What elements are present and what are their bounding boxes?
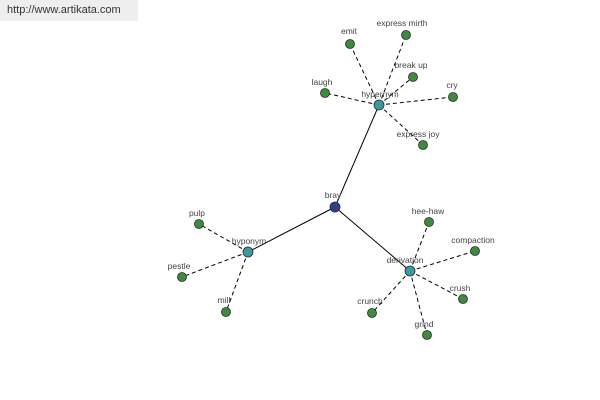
label-bray[interactable]: bray bbox=[325, 190, 342, 200]
edge-bray-hypernym bbox=[334, 104, 380, 208]
edge-hypernym-laugh bbox=[324, 92, 380, 106]
node-hyponym[interactable] bbox=[242, 246, 254, 258]
node-emit[interactable] bbox=[345, 39, 355, 49]
edge-derivation-crush bbox=[409, 270, 464, 300]
node-pulp[interactable] bbox=[194, 219, 204, 229]
label-express-mirth[interactable]: express mirth bbox=[376, 18, 427, 28]
node-mill[interactable] bbox=[221, 307, 231, 317]
node-bray[interactable] bbox=[329, 201, 341, 213]
site-url[interactable]: http://www.artikata.com bbox=[0, 0, 138, 21]
node-express-joy[interactable] bbox=[418, 140, 428, 150]
edge-hypernym-express-mirth bbox=[378, 34, 407, 106]
node-hypernym[interactable] bbox=[373, 99, 385, 111]
label-hyponym[interactable]: hyponym bbox=[232, 236, 267, 246]
node-crush[interactable] bbox=[458, 294, 468, 304]
edge-hypernym-emit bbox=[349, 43, 380, 106]
label-compaction[interactable]: compaction bbox=[451, 235, 495, 245]
node-crunch[interactable] bbox=[367, 308, 377, 318]
node-break-up[interactable] bbox=[408, 72, 418, 82]
label-hypernym[interactable]: hypernym bbox=[361, 89, 398, 99]
label-crunch[interactable]: crunch bbox=[357, 296, 383, 306]
edge-derivation-hee-haw bbox=[409, 221, 430, 272]
node-derivation[interactable] bbox=[404, 265, 416, 277]
label-laugh[interactable]: laugh bbox=[312, 77, 333, 87]
node-laugh[interactable] bbox=[320, 88, 330, 98]
graph-edges bbox=[181, 34, 476, 336]
node-pestle[interactable] bbox=[177, 272, 187, 282]
label-express-joy[interactable]: express joy bbox=[397, 129, 441, 139]
label-hee-haw[interactable]: hee-haw bbox=[412, 206, 445, 216]
edge-bray-derivation bbox=[334, 206, 411, 272]
label-derivation[interactable]: derivation bbox=[387, 255, 424, 265]
edge-hypernym-cry bbox=[378, 96, 454, 106]
graph-labels: bray hypernym emit express mirth break up lau… bbox=[168, 18, 495, 329]
label-cry[interactable]: cry bbox=[446, 80, 458, 90]
label-pestle[interactable]: pestle bbox=[168, 261, 191, 271]
edge-derivation-crunch bbox=[371, 270, 411, 314]
node-express-mirth[interactable] bbox=[401, 30, 411, 40]
edge-hypernym-express-joy bbox=[378, 104, 424, 146]
label-emit[interactable]: emit bbox=[341, 26, 358, 36]
edge-bray-hyponym bbox=[247, 206, 336, 253]
graph-nodes bbox=[177, 30, 480, 340]
label-mill[interactable]: mill bbox=[218, 295, 231, 305]
node-cry[interactable] bbox=[448, 92, 458, 102]
node-compaction[interactable] bbox=[470, 246, 480, 256]
edge-derivation-compaction bbox=[409, 250, 476, 272]
edge-hyponym-mill bbox=[225, 251, 249, 313]
label-pulp[interactable]: pulp bbox=[189, 208, 205, 218]
label-grind[interactable]: grind bbox=[415, 319, 434, 329]
edge-hyponym-pestle bbox=[181, 251, 249, 278]
node-hee-haw[interactable] bbox=[424, 217, 434, 227]
label-break-up[interactable]: break up bbox=[394, 60, 427, 70]
node-grind[interactable] bbox=[422, 330, 432, 340]
edge-hypernym-break-up bbox=[378, 76, 414, 106]
label-crush[interactable]: crush bbox=[450, 283, 471, 293]
edge-hyponym-pulp bbox=[198, 223, 249, 253]
